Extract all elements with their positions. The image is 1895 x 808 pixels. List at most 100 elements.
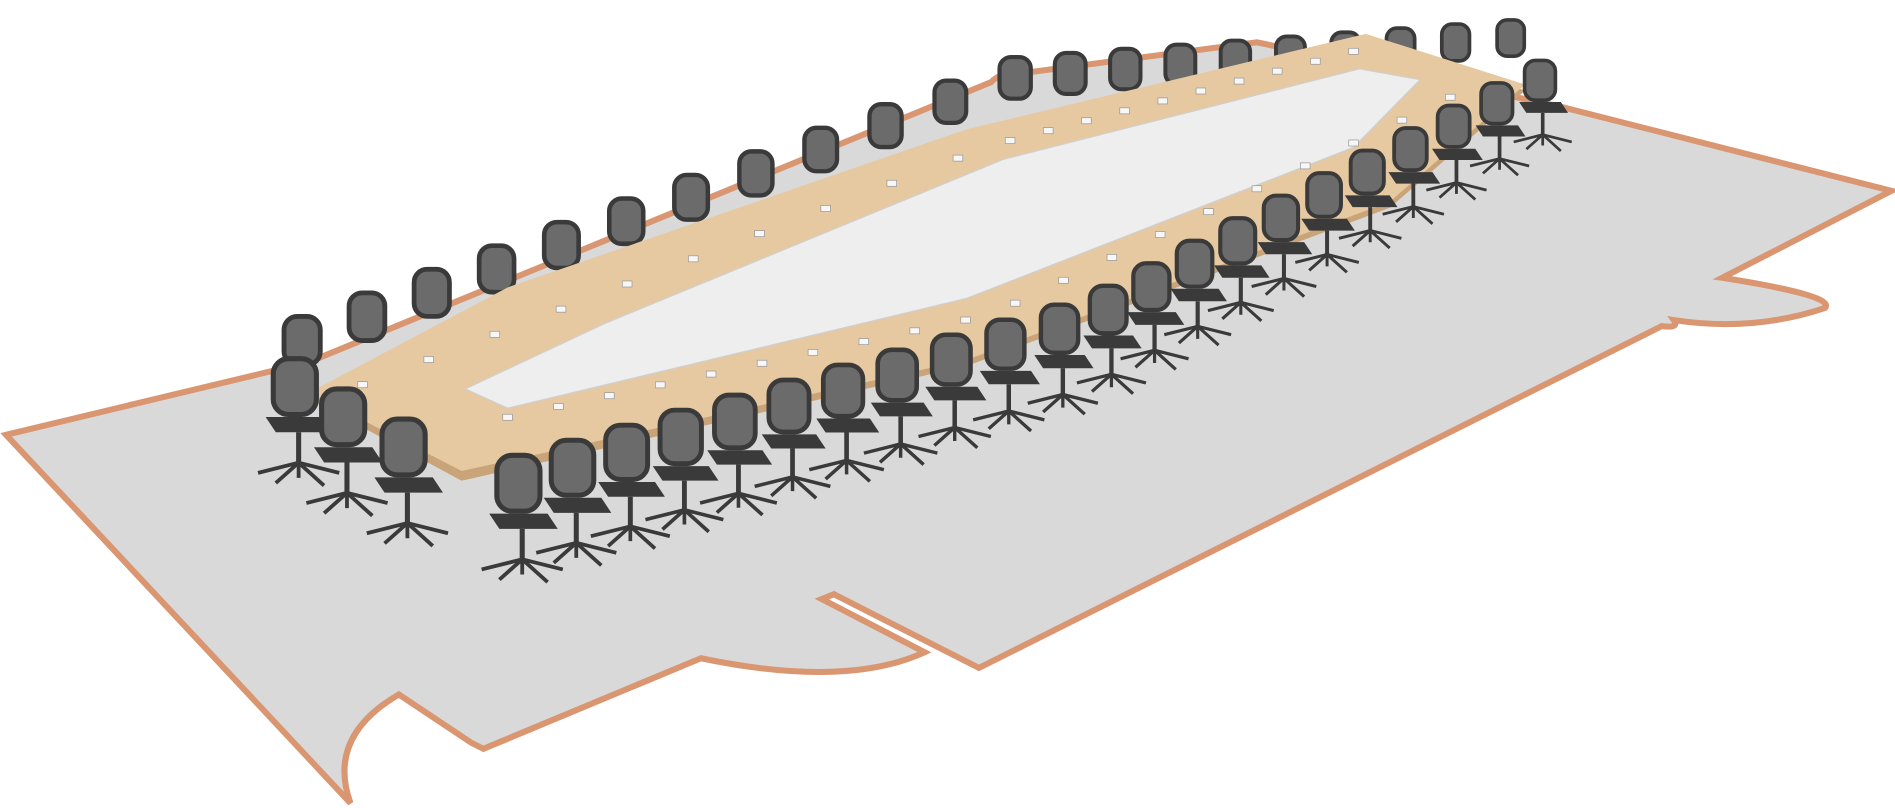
- chair-back: [494, 452, 543, 514]
- chair-base: [257, 460, 340, 487]
- chair-base: [863, 442, 938, 466]
- chair-back: [379, 416, 428, 478]
- chair-back: [411, 266, 452, 319]
- chair-back: [476, 243, 517, 295]
- chair-back: [657, 407, 704, 467]
- chair-back: [929, 332, 973, 387]
- chair-seat: [489, 513, 558, 529]
- grommet: [705, 370, 717, 378]
- office-chair: [257, 356, 340, 487]
- office-chair: [1439, 22, 1472, 63]
- chair-back: [672, 172, 711, 222]
- grommet: [1009, 299, 1021, 307]
- office-chair: [754, 377, 831, 500]
- office-chair: [1294, 171, 1360, 274]
- grommet: [756, 359, 768, 367]
- chair-seat: [1519, 102, 1569, 113]
- office-chair: [1382, 126, 1445, 225]
- office-chair: [672, 172, 711, 222]
- office-chair: [1513, 58, 1573, 152]
- office-chair: [737, 149, 775, 198]
- chair-back: [1218, 216, 1258, 266]
- grommet: [1300, 162, 1311, 170]
- floor-area: [0, 39, 1895, 806]
- chair-back: [548, 437, 597, 498]
- front-row-chairs: [257, 58, 1573, 584]
- office-chair: [1108, 46, 1143, 92]
- chair-back: [1348, 148, 1386, 196]
- chair-base: [1469, 157, 1530, 177]
- office-chair: [808, 362, 885, 483]
- office-chair: [1495, 18, 1527, 58]
- chair-back: [1479, 81, 1515, 126]
- chair-base: [481, 557, 564, 584]
- office-chair: [535, 437, 617, 567]
- chair-back: [1439, 22, 1472, 63]
- chair-back: [1131, 261, 1172, 313]
- chair-back: [766, 377, 812, 435]
- grommet: [1081, 117, 1092, 125]
- office-chair: [1163, 238, 1232, 347]
- chair-back: [984, 317, 1027, 371]
- chair-base: [1076, 372, 1147, 395]
- chair-back: [737, 149, 775, 198]
- grommet: [1155, 231, 1166, 238]
- office-chair: [1426, 103, 1487, 201]
- grommet: [553, 403, 564, 410]
- chair-seat: [1126, 312, 1185, 325]
- chair-back: [603, 422, 651, 482]
- chair-back: [867, 102, 904, 150]
- chair-base: [972, 409, 1045, 433]
- table-grommets: [357, 47, 1456, 421]
- office-chair: [366, 416, 449, 548]
- office-chair: [1052, 50, 1088, 97]
- grommet: [423, 356, 434, 363]
- grommet: [1348, 139, 1359, 147]
- chair-seat: [1388, 172, 1441, 184]
- grommet: [1043, 127, 1054, 135]
- grommet: [960, 316, 971, 324]
- office-chair: [481, 452, 564, 584]
- grommet: [1195, 87, 1207, 95]
- chair-back: [541, 219, 581, 271]
- grommet: [1348, 47, 1359, 55]
- chair-back: [820, 362, 866, 419]
- chair-back: [1052, 50, 1088, 97]
- grommet: [357, 381, 368, 389]
- conference-table: [309, 33, 1526, 481]
- grommet: [1203, 208, 1214, 216]
- chair-back: [997, 54, 1033, 101]
- chair-back: [1087, 283, 1129, 336]
- chair-base: [1207, 300, 1275, 323]
- office-chair: [1076, 283, 1147, 395]
- chair-back: [319, 386, 368, 448]
- office-chair: [645, 407, 724, 534]
- chair-base: [1338, 228, 1402, 250]
- grommet: [1233, 77, 1245, 85]
- chair-back: [1522, 58, 1558, 103]
- office-chair: [867, 102, 904, 150]
- chair-base: [366, 521, 449, 548]
- chair-back: [1305, 171, 1343, 219]
- grommet: [604, 392, 615, 400]
- chair-back: [1392, 126, 1429, 173]
- grommet: [489, 330, 501, 338]
- office-chair: [918, 332, 992, 450]
- office-chair: [541, 219, 581, 271]
- chair-seat: [598, 481, 665, 497]
- grommet: [1445, 93, 1456, 101]
- chair-base: [1294, 252, 1360, 274]
- office-chair: [590, 422, 671, 550]
- grommet: [820, 205, 831, 212]
- chair-seat: [1475, 125, 1526, 137]
- grommet: [502, 413, 513, 421]
- chair-back: [712, 392, 758, 451]
- chair-seat: [1083, 335, 1142, 349]
- chair-base: [754, 475, 831, 500]
- grommet: [1058, 276, 1069, 284]
- chair-base: [305, 490, 389, 518]
- chair-base: [808, 458, 885, 483]
- chair-seat: [1431, 148, 1483, 161]
- chair-seat: [925, 386, 987, 401]
- grommet: [1396, 116, 1408, 124]
